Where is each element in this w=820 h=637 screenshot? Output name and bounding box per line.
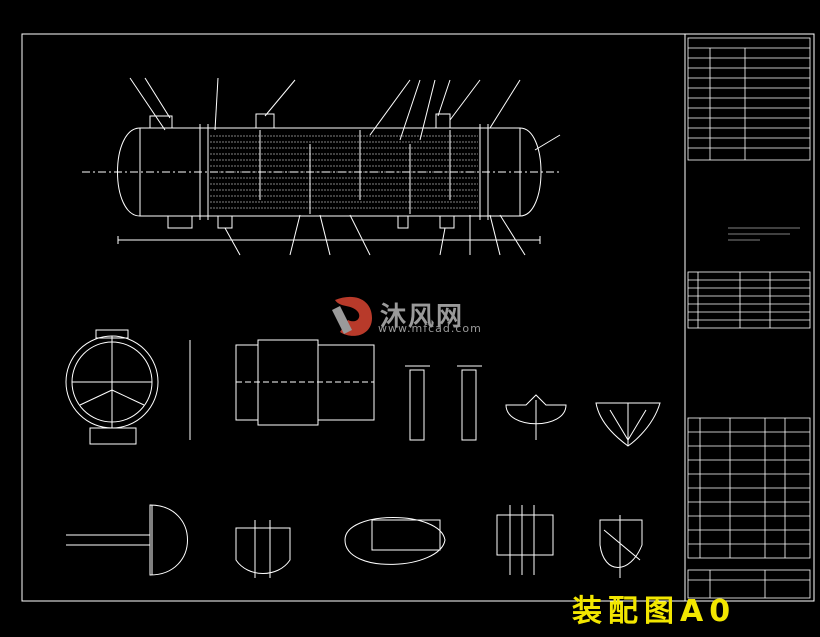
watermark-text: 沐风网 [380,302,465,332]
tubesheet-detail [235,339,375,426]
tech-spec-table [687,37,811,161]
parts-list [687,417,811,559]
weld-detail-2 [595,402,661,447]
flange-detail [66,504,188,576]
watermark-logo-icon [332,296,372,336]
nozzle-table [687,271,811,329]
gasket-detail [599,515,643,578]
drawing-border [21,33,815,602]
watermark-url: www.mfcad.com [378,322,482,335]
saddle-detail [344,517,446,565]
tech-notes [728,227,800,241]
end-view-section [65,329,191,445]
weld-detail-1 [505,394,567,440]
exchanger-elevation [82,77,561,256]
baffle-detail [405,365,482,441]
nozzle-detail [235,520,291,578]
drawing-label: 装配图A0 [572,594,737,629]
title-block [687,569,811,599]
expansion-detail [496,505,554,575]
